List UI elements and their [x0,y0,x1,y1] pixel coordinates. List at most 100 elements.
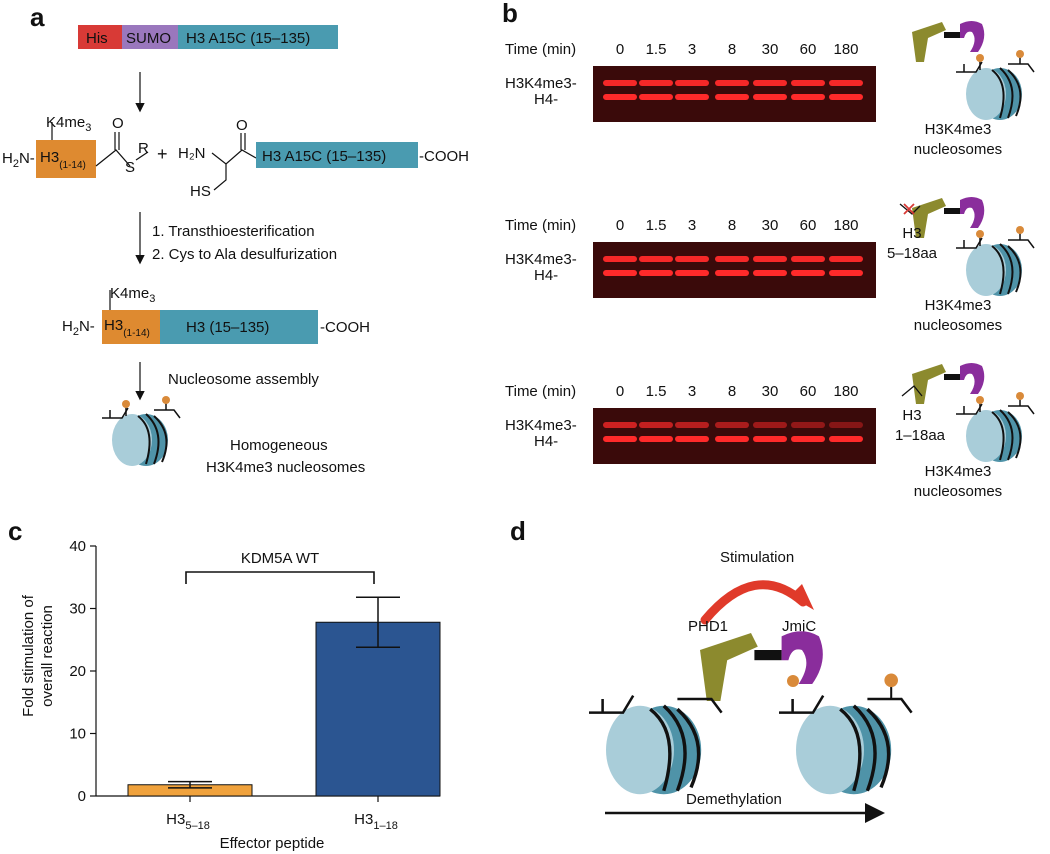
band-h4 [791,94,825,100]
x-tick-label: H31–18 [354,811,398,832]
k4me3-label: K4me3 [46,114,91,134]
cys-peptide: H₂N O HS H3 A15C (15–135) -COOH [178,117,469,200]
band-h3k4me3 [753,256,787,262]
timepoint-label: 8 [728,217,736,234]
nuc-label-line2: nucleosomes [914,483,1002,500]
construct-bar: His SUMO H3 A15C (15–135) [78,25,338,49]
timepoint-label: 30 [762,41,779,58]
his-tag-label: His [86,30,108,47]
band-h4 [603,94,637,100]
nuc-label-line1: H3K4me3 [925,121,992,138]
cys-cooh: -COOH [419,148,469,165]
reader-icon [912,21,985,62]
panel-b-letter: b [502,0,518,28]
band-h3k4me3 [675,422,709,428]
sulfur-s: S [125,159,135,176]
peptide-bot-line1: H3 [902,407,921,424]
y-tick-label: 30 [69,601,86,618]
band-h3k4me3 [829,256,863,262]
band-h4 [675,94,709,100]
band-h4 [829,270,863,276]
cross-mark-icon [903,203,915,215]
stimulation-arrowhead [790,584,814,610]
band-h3k4me3 [791,422,825,428]
product-h3-n: H3(1-14) [104,317,150,339]
nuc-label-line2: nucleosomes [914,141,1002,158]
timepoint-label: 60 [800,383,817,400]
timepoint-label: 3 [688,383,696,400]
y-axis-label-line1: Fold stimulation of [20,594,37,717]
band-h4 [715,94,749,100]
peptide-mid-line1: H3 [902,225,921,242]
cys-h2n: H₂N [178,145,206,162]
band-h4 [675,436,709,442]
band-h4 [639,436,673,442]
band-h3k4me3 [791,80,825,86]
timepoint-label: 1.5 [646,41,667,58]
step2-label: 2. Cys to Ala desulfurization [152,246,337,263]
band-h4 [715,436,749,442]
panel-c-letter: c [8,516,22,546]
product-box-label: H3 (15–135) [186,319,269,336]
sumo-tag-label: SUMO [126,30,171,47]
time-label: Time (min) [505,41,576,58]
h3-n-label: H3(1-14) [40,149,86,171]
band-label-h4: H4- [534,433,558,450]
cys-box-label: H3 A15C (15–135) [262,148,386,165]
band-h3k4me3 [639,256,673,262]
band-h4 [753,436,787,442]
band-h4 [791,436,825,442]
product-k4me3: K4me3 [110,285,155,305]
nucleosome-right [777,673,914,796]
timepoint-label: 1.5 [646,383,667,400]
nuc-label-line1: H3K4me3 [925,463,992,480]
timepoint-label: 30 [762,217,779,234]
band-label-h3k4me3: H3K4me3- [505,75,577,92]
nucleosome-icon [956,226,1034,296]
timepoint-label: 60 [800,217,817,234]
reader-icon [912,197,985,238]
band-label-h3k4me3: H3K4me3- [505,417,577,434]
band-h3k4me3 [753,80,787,86]
nucleosome-icon [956,392,1034,462]
band-h4 [753,94,787,100]
band-h4 [639,94,673,100]
methyl-mark-bound [787,675,799,687]
band-h3k4me3 [715,80,749,86]
band-h3k4me3 [791,256,825,262]
h3-construct-label: H3 A15C (15–135) [186,30,310,47]
timepoint-label: 8 [728,383,736,400]
band-h4 [603,270,637,276]
comparison-bracket [185,571,375,584]
nuc-label-line1: H3K4me3 [925,297,992,314]
band-h3k4me3 [603,256,637,262]
peptide-1-18: H31–18aa [895,385,946,444]
assembly-label: Nucleosome assembly [168,371,319,388]
stimulation-label: Stimulation [720,549,794,566]
band-h3k4me3 [829,80,863,86]
product-h2n: H2N- [62,318,95,338]
x-axis-label: Effector peptide [220,835,325,852]
r-group: R [138,140,149,157]
time-label: Time (min) [505,217,576,234]
band-h4 [829,436,863,442]
band-h3k4me3 [639,422,673,428]
result-line1: Homogeneous [230,437,328,454]
band-h4 [753,270,787,276]
panel-a-letter: a [30,2,45,32]
timepoint-label: 0 [616,217,624,234]
y-tick-label: 20 [69,663,86,680]
band-h3k4me3 [753,422,787,428]
kdm5a-reader [700,631,823,701]
band-h4 [675,270,709,276]
timepoint-label: 0 [616,383,624,400]
timepoint-label: 1.5 [646,217,667,234]
thioester-peptide: K4me3 H2N- H3(1-14) O S R [2,114,149,178]
timepoint-label: 180 [833,383,858,400]
timepoint-label: 30 [762,383,779,400]
